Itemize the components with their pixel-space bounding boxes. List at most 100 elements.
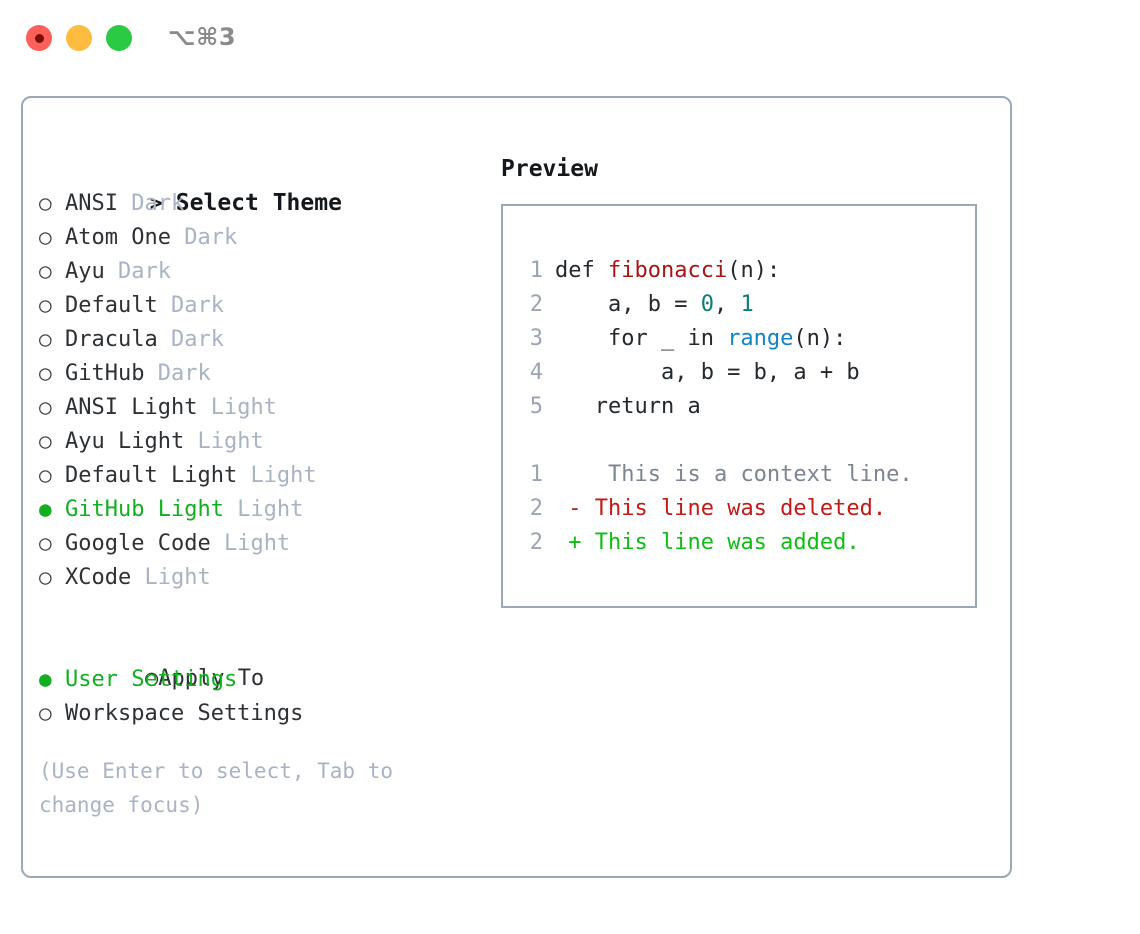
code-line: 2 a, b = 0, 1 [517, 288, 969, 322]
theme-item-ayu[interactable]: ○Ayu Dark [39, 254, 489, 288]
apply-to-option-label: User Settings [65, 667, 238, 692]
code-token-call: range [727, 326, 794, 351]
line-number: 2 [529, 530, 543, 555]
theme-item-google-code[interactable]: ○ Google Code Light [39, 526, 489, 560]
main-panel: >Select Theme ○ANSI Dark○Atom One Dark○A… [21, 96, 1012, 878]
radio-unselected-icon: ○ [39, 429, 52, 453]
radio-unselected-icon: ○ [39, 463, 52, 487]
radio-unselected-icon: ○ [39, 565, 52, 589]
theme-item-default[interactable]: ○ Default Dark [39, 288, 489, 322]
line-number: 4 [529, 360, 543, 385]
theme-variant-tag: Dark [157, 361, 211, 386]
radio-unselected-icon: ○ [39, 395, 52, 419]
title-bar: ⌥⌘3 [0, 0, 1140, 76]
code-token-plain: (n): [793, 326, 847, 351]
radio-unselected-icon: ○ [39, 701, 52, 725]
radio-unselected-icon: ○ [39, 531, 52, 555]
theme-item-ansi[interactable]: ○ ANSI Dark [39, 186, 489, 220]
minimize-button[interactable] [66, 25, 92, 51]
theme-name: Default Light [65, 463, 251, 488]
theme-item-ansi-light[interactable]: ○ ANSI Light Light [39, 390, 489, 424]
apply-to-option-label: Workspace Settings [65, 701, 304, 726]
code-token-kw: def [555, 258, 608, 283]
keyboard-hint: (Use Enter to select, Tab to change focu… [39, 759, 406, 817]
close-button[interactable] [26, 25, 52, 51]
theme-list: ○ANSI Dark○Atom One Dark○Ayu Dark○Defaul… [39, 186, 489, 594]
prompt-caret-icon: > [149, 191, 163, 215]
apply-to-option-user-settings[interactable]: ● User Settings [39, 662, 489, 696]
theme-name: Ayu Light [65, 429, 198, 454]
code-token-num: 0 [700, 292, 714, 317]
diff-sign [555, 462, 582, 487]
maximize-button[interactable] [106, 25, 132, 51]
line-number: 1 [529, 462, 543, 487]
theme-item-default-light[interactable]: ○ Default Light Light [39, 458, 489, 492]
code-token-plain: for _ in [555, 326, 728, 351]
diff-line-add: 2 + This line was added. [517, 526, 969, 560]
theme-variant-tag: Dark [184, 225, 238, 250]
theme-variant-tag: Light [223, 531, 291, 556]
code-diff-separator [517, 424, 969, 458]
diff-sign: + [555, 530, 582, 555]
theme-variant-tag: Dark [131, 191, 185, 216]
code-line: 4 a, b = b, a + b [517, 356, 969, 390]
diff-sign: - [555, 496, 582, 521]
apply-to-indent: ○ [144, 666, 159, 691]
code-line: 5 return a [517, 390, 969, 424]
theme-item-dracula[interactable]: ○Dracula Dark [39, 322, 489, 356]
theme-variant-tag: Light [197, 429, 264, 454]
radio-unselected-icon: ○ [39, 191, 52, 215]
theme-variant-tag: Light [250, 463, 317, 488]
theme-variant-tag: Light [237, 497, 304, 522]
diff-line-del: 2 - This line was deleted. [517, 492, 969, 526]
theme-item-github-light[interactable]: ●GitHub Light Light [39, 492, 489, 526]
code-token-plain: return a [555, 394, 701, 419]
theme-selector-pane: >Select Theme ○ANSI Dark○Atom One Dark○A… [39, 152, 489, 822]
select-theme-heading: >Select Theme [39, 152, 489, 216]
theme-name: Dracula [65, 327, 171, 352]
apply-to-options: ●User Settings○Workspace Settings [39, 662, 489, 730]
traffic-lights [26, 25, 132, 51]
line-number: 2 [529, 292, 543, 317]
theme-item-github[interactable]: ○GitHub Dark [39, 356, 489, 390]
theme-name: GitHub [65, 361, 158, 386]
radio-unselected-icon: ○ [39, 225, 52, 249]
recording-indicator-icon [34, 33, 44, 43]
diff-text: This is a context line. [581, 462, 913, 487]
diff-text: This line was added. [581, 530, 860, 555]
radio-selected-icon: ● [39, 497, 52, 521]
theme-name: Atom One [65, 225, 185, 250]
diff-sample: 1 This is a context line.2 - This line w… [517, 458, 969, 560]
theme-variant-tag: Light [210, 395, 277, 420]
code-token-plain: (n): [727, 258, 781, 283]
theme-name: Google Code [65, 531, 224, 556]
line-number: 5 [529, 394, 543, 419]
theme-variant-tag: Dark [117, 259, 171, 284]
theme-item-atom-one[interactable]: ○ Atom One Dark [39, 220, 489, 254]
radio-selected-icon: ● [39, 667, 52, 691]
theme-name: Ayu [65, 259, 118, 284]
line-number: 3 [529, 326, 543, 351]
radio-unselected-icon: ○ [39, 293, 52, 317]
line-number: 1 [529, 258, 543, 283]
list-spacer [39, 594, 489, 628]
theme-variant-tag: Dark [170, 327, 224, 352]
apply-to-label: Apply To [158, 666, 265, 691]
window-title: ⌥⌘3 [168, 23, 237, 51]
apply-to-option-workspace-settings[interactable]: ○ Workspace Settings [39, 696, 489, 730]
theme-name: ANSI Light [65, 395, 211, 420]
preview-title: Preview [501, 156, 598, 182]
code-token-plain: a, b = [555, 292, 701, 317]
code-line: 3 for _ in range(n): [517, 322, 969, 356]
theme-item-ayu-light[interactable]: ○ Ayu Light Light [39, 424, 489, 458]
diff-line-ctx: 1 This is a context line. [517, 458, 969, 492]
theme-item-xcode[interactable]: ○XCode Light [39, 560, 489, 594]
code-token-fn: fibonacci [607, 258, 728, 283]
theme-name: Default [65, 293, 171, 318]
theme-name: ANSI [65, 191, 132, 216]
theme-variant-tag: Dark [170, 293, 224, 318]
